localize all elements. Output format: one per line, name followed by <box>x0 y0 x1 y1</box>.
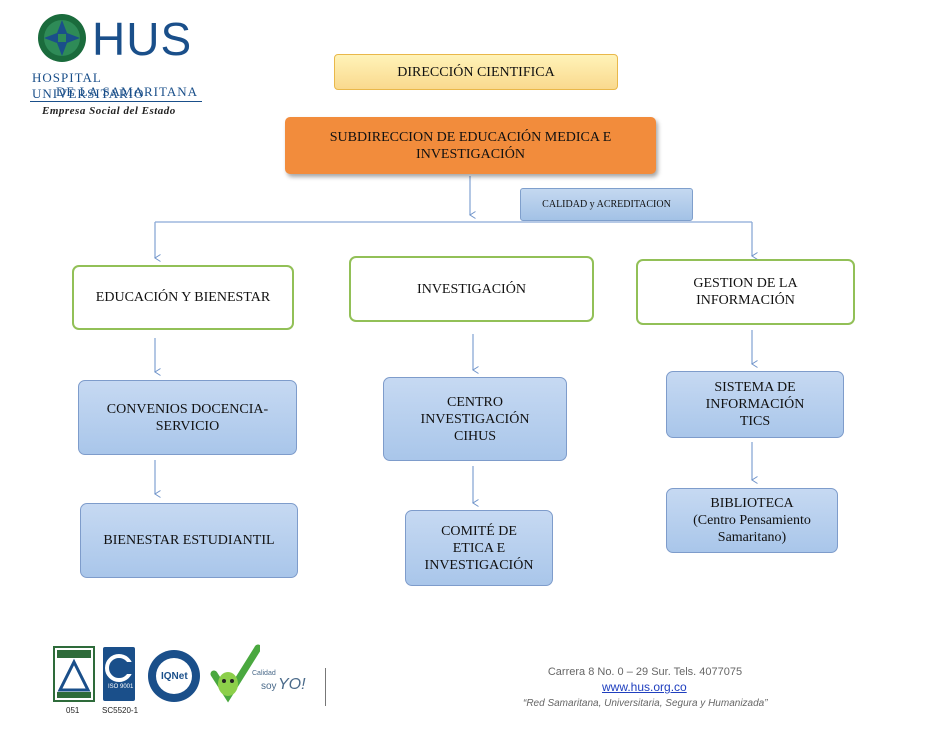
iqnet-seal-icon <box>148 650 200 702</box>
calidad-soy-yo-mascot-icon <box>210 644 260 703</box>
box-calidad-acreditacion: CALIDAD y ACREDITACION <box>520 188 693 221</box>
box-bienestar-estudiantil: BIENESTAR ESTUDIANTIL <box>80 503 298 578</box>
logo-divider <box>30 101 202 102</box>
box-educacion-bienestar: EDUCACIÓN Y BIENESTAR <box>72 265 294 330</box>
cert2-inner: ISO 9001 <box>108 684 134 690</box>
box-subdireccion: SUBDIRECCION DE EDUCACIÓN MEDICA E INVES… <box>285 117 656 174</box>
cert4-text-3: YO! <box>278 676 306 693</box>
box-investigacion: INVESTIGACIÓN <box>349 256 594 322</box>
footer-website-link[interactable]: www.hus.org.co <box>602 680 687 694</box>
cert3-text: IQNet <box>161 671 188 682</box>
box-sistema-informacion: SISTEMA DE INFORMACIÓN TICS <box>666 371 844 438</box>
certification-logos: 051 ISO 9001 SC5520-1 IQNet Calidad soy … <box>50 640 310 725</box>
box-biblioteca: BIBLIOTECA (Centro Pensamiento Samaritan… <box>666 488 838 553</box>
box-convenios-docencia: CONVENIOS DOCENCIA- SERVICIO <box>78 380 297 455</box>
cert4-text-1: Calidad <box>252 670 276 677</box>
box-direccion-cientifica: DIRECCIÓN CIENTIFICA <box>334 54 618 90</box>
cert1-label: 051 <box>66 706 80 715</box>
footer-address: Carrera 8 No. 0 – 29 Sur. Tels. 4077075 <box>547 666 743 678</box>
footer-divider <box>325 668 326 706</box>
logo-name: HUS <box>92 13 193 65</box>
cert4-text-2: soy <box>261 681 277 692</box>
logo-line-1: HOSPITAL UNIVERSITARIO <box>32 70 145 101</box>
icontec-seal-icon <box>103 647 135 701</box>
cert2-label: SC5520-1 <box>102 706 139 715</box>
logo-tagline: Empresa Social del Estado <box>42 105 176 117</box>
cross-emblem-icon <box>38 14 86 62</box>
box-comite-etica: COMITÉ DE ETICA E INVESTIGACIÓN <box>405 510 553 586</box>
box-centro-investigacion: CENTRO INVESTIGACIÓN CIHUS <box>383 377 567 461</box>
box-gestion-informacion: GESTION DE LA INFORMACIÓN <box>636 259 855 325</box>
acreditacion-seal-icon <box>53 646 95 702</box>
logo-line-2: DE LA SAMARITANA <box>56 84 199 99</box>
footer-motto: “Red Samaritana, Universitaria, Segura y… <box>523 698 768 709</box>
hospital-logo: HUS HOSPITAL UNIVERSITARIO DE LA SAMARIT… <box>30 10 210 120</box>
